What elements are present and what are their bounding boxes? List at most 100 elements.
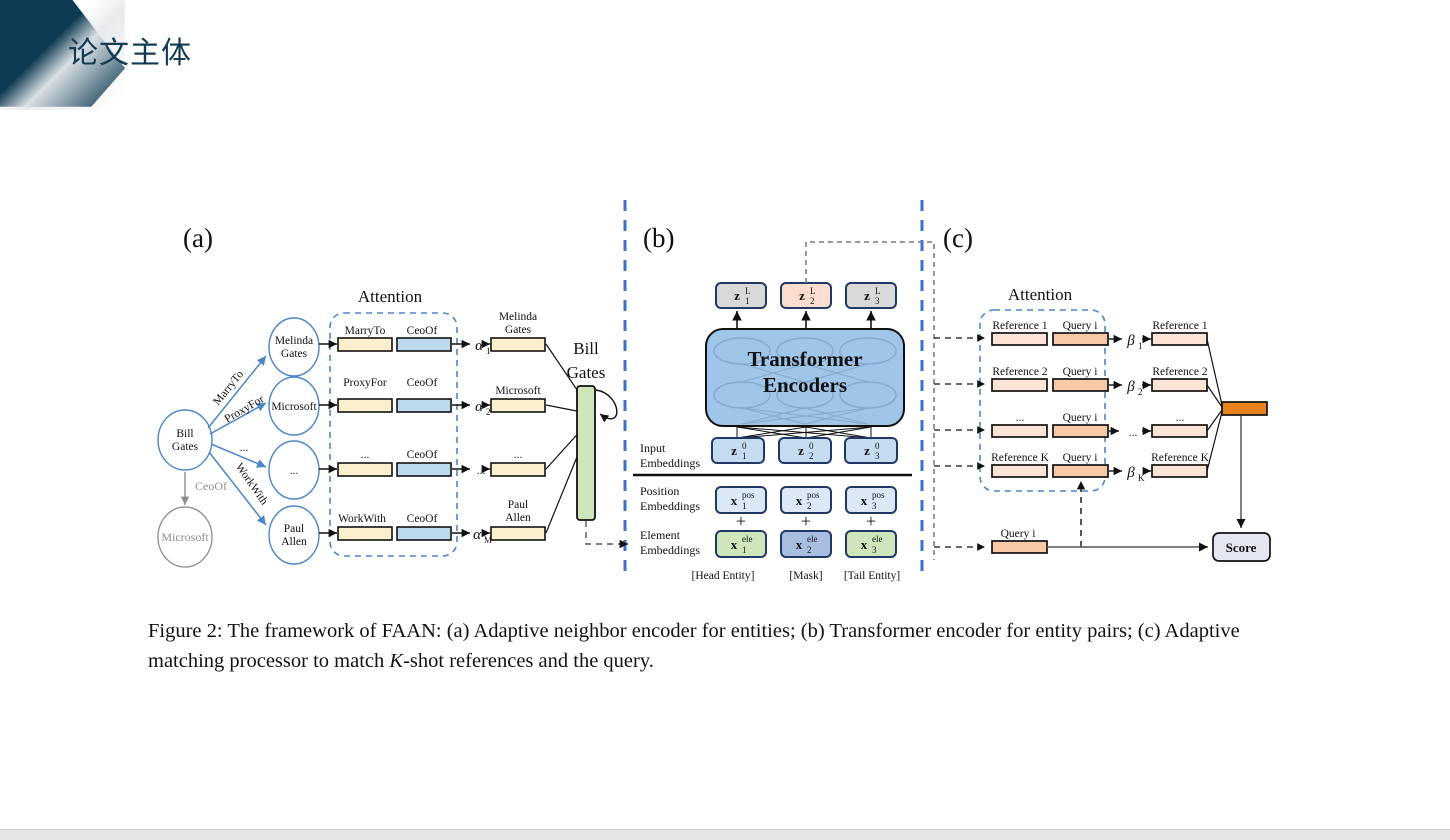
self-loop-arrow xyxy=(595,389,618,423)
row-1-weighted-bar xyxy=(1151,332,1208,346)
row-2-weighted-label: Reference 2 xyxy=(1152,366,1207,378)
alpha-m-sub: M xyxy=(484,535,492,545)
edge-workwith xyxy=(208,451,267,526)
plus-sign-2: + xyxy=(801,511,811,531)
alpha-2-sub: 2 xyxy=(486,407,491,417)
element-box-1-sup: ele xyxy=(742,534,753,544)
attn-row-2-relation-label: ProxyFor xyxy=(343,377,387,389)
attn-row-1-entity-bar xyxy=(396,337,452,352)
out-bar-1-label-l2: Gates xyxy=(505,324,532,336)
out-bar-2 xyxy=(490,398,546,413)
alpha-1: α xyxy=(475,338,484,354)
row-1-weighted-label: Reference 1 xyxy=(1152,320,1207,332)
output-box-z1L-sup: L xyxy=(745,286,751,296)
transformer-encoders-line1: Transformer xyxy=(747,347,862,371)
alpha-1-sub: 1 xyxy=(486,346,491,356)
row-1-query-label: Query i xyxy=(1063,320,1098,332)
neighbor-node-3-line1: ... xyxy=(290,465,299,477)
alpha-3: ... xyxy=(477,465,486,477)
row-3-weighted-bar xyxy=(1151,424,1208,438)
row-3-query-bar xyxy=(1052,424,1109,438)
output-box-z1L-sym: z xyxy=(734,288,740,303)
neighbor-node-2-line1: Microsoft xyxy=(271,401,317,413)
plus-sign-1: + xyxy=(736,511,746,531)
input-box-z3-sup: 0 xyxy=(875,441,880,451)
attn-row-1-entity-label: CeoOf xyxy=(407,325,438,337)
panel-label-c: (c) xyxy=(943,223,973,253)
beta-2: β xyxy=(1126,379,1135,395)
element-box-3-sub: 3 xyxy=(872,545,877,555)
query-bottom-bar xyxy=(991,540,1048,554)
input-box-z2-sym: z xyxy=(798,443,804,458)
row-4-reference-bar xyxy=(991,464,1048,478)
position-box-1-sup: pos xyxy=(742,490,755,500)
row-label-input-l2: Embeddings xyxy=(640,456,700,470)
row-2-reference-label: Reference 2 xyxy=(992,366,1047,378)
attn-row-2-entity-bar xyxy=(396,398,452,413)
element-box-3-sup: ele xyxy=(872,534,883,544)
panel-c-incoming-dashed xyxy=(934,334,985,551)
panel-c: Attention Reference 1 Query i β 1 Refere… xyxy=(934,285,1271,562)
token-label-mask: [Mask] xyxy=(789,570,822,582)
query-bottom-label: Query i xyxy=(1001,528,1036,540)
alpha-m: α xyxy=(473,527,482,543)
output-box-z3L-sub: 3 xyxy=(875,296,880,306)
neighbor-node-1-line1: Melinda xyxy=(275,335,313,347)
output-box-z2L xyxy=(780,282,832,309)
beta-2-sub: 2 xyxy=(1138,387,1143,397)
position-box-1-sub: 1 xyxy=(742,501,747,511)
element-box-2-sym: x xyxy=(796,537,803,552)
panel-c-attention-title: Attention xyxy=(1008,285,1073,304)
row-label-position-l1: Position xyxy=(640,484,679,498)
row-label-element-l1: Element xyxy=(640,528,681,542)
element-box-3 xyxy=(845,530,897,558)
attn-row-1-relation-label: MarryTo xyxy=(345,325,386,337)
position-box-1-sym: x xyxy=(731,493,738,508)
edge-label-workwith: WorkWith xyxy=(233,461,270,507)
slide-footer-bar xyxy=(0,829,1450,840)
out-bar-1-label-l1: Melinda xyxy=(499,311,537,323)
panel-c-attention-box xyxy=(979,309,1106,492)
element-box-1-sym: x xyxy=(731,537,738,552)
row-1-reference-label: Reference 1 xyxy=(992,320,1047,332)
input-box-z3 xyxy=(844,437,898,464)
transformer-encoders-block xyxy=(705,328,905,427)
aggregate-label-l1: Bill xyxy=(573,339,599,358)
element-box-1 xyxy=(715,530,767,558)
score-box xyxy=(1212,532,1271,562)
panel-a-attention-title: Attention xyxy=(358,287,423,306)
panel-a-to-b-connector xyxy=(585,521,620,545)
row-4-weighted-bar xyxy=(1151,464,1208,478)
merged-reference-bar xyxy=(1221,401,1268,416)
row-3-query-label: Query i xyxy=(1063,412,1098,424)
input-box-z1-sup: 0 xyxy=(742,441,747,451)
panel-a-attention-row-2: ProxyFor CeoOf α 2 xyxy=(319,377,491,417)
row-1-reference-bar xyxy=(991,332,1048,346)
entity-node-bill-gates-line2: Gates xyxy=(172,441,199,453)
aggregate-entity-bar xyxy=(576,385,596,521)
out-bar-2-label-l1: Microsoft xyxy=(495,385,541,397)
transformer-encoders-line2: Encoders xyxy=(763,373,847,397)
input-box-z1 xyxy=(711,437,765,464)
out-bar-4-label-l2: Allen xyxy=(505,512,531,524)
attn-row-4-entity-bar xyxy=(396,526,452,541)
row-label-element-l2: Embeddings xyxy=(640,543,700,557)
out-bar-1 xyxy=(490,337,546,352)
edge-ellipsis xyxy=(210,443,267,468)
edge-label-masked-ceoof: CeoOf xyxy=(195,479,227,493)
input-box-z2-sub: 2 xyxy=(809,451,814,461)
out-bar-4 xyxy=(490,526,546,541)
token-label-tail: [Tail Entity] xyxy=(844,570,900,582)
panel-a-output-bars: Melinda Gates Microsoft ... Paul Allen xyxy=(481,311,546,541)
entity-node-bill-gates-line1: Bill xyxy=(176,428,193,440)
attn-row-2-entity-label: CeoOf xyxy=(407,377,438,389)
row-4-query-label: Query i xyxy=(1063,452,1098,464)
row-2-query-label: Query i xyxy=(1063,366,1098,378)
figure-caption: Figure 2: The framework of FAAN: (a) Ada… xyxy=(148,617,1273,676)
neighbor-node-4-line1: Paul xyxy=(284,523,304,535)
position-box-2-sym: x xyxy=(796,493,803,508)
alpha-2: α xyxy=(475,399,484,415)
beta-k: β xyxy=(1126,465,1135,481)
output-box-z3L-sym: z xyxy=(864,288,870,303)
row-label-input-l1: Input xyxy=(640,441,666,455)
